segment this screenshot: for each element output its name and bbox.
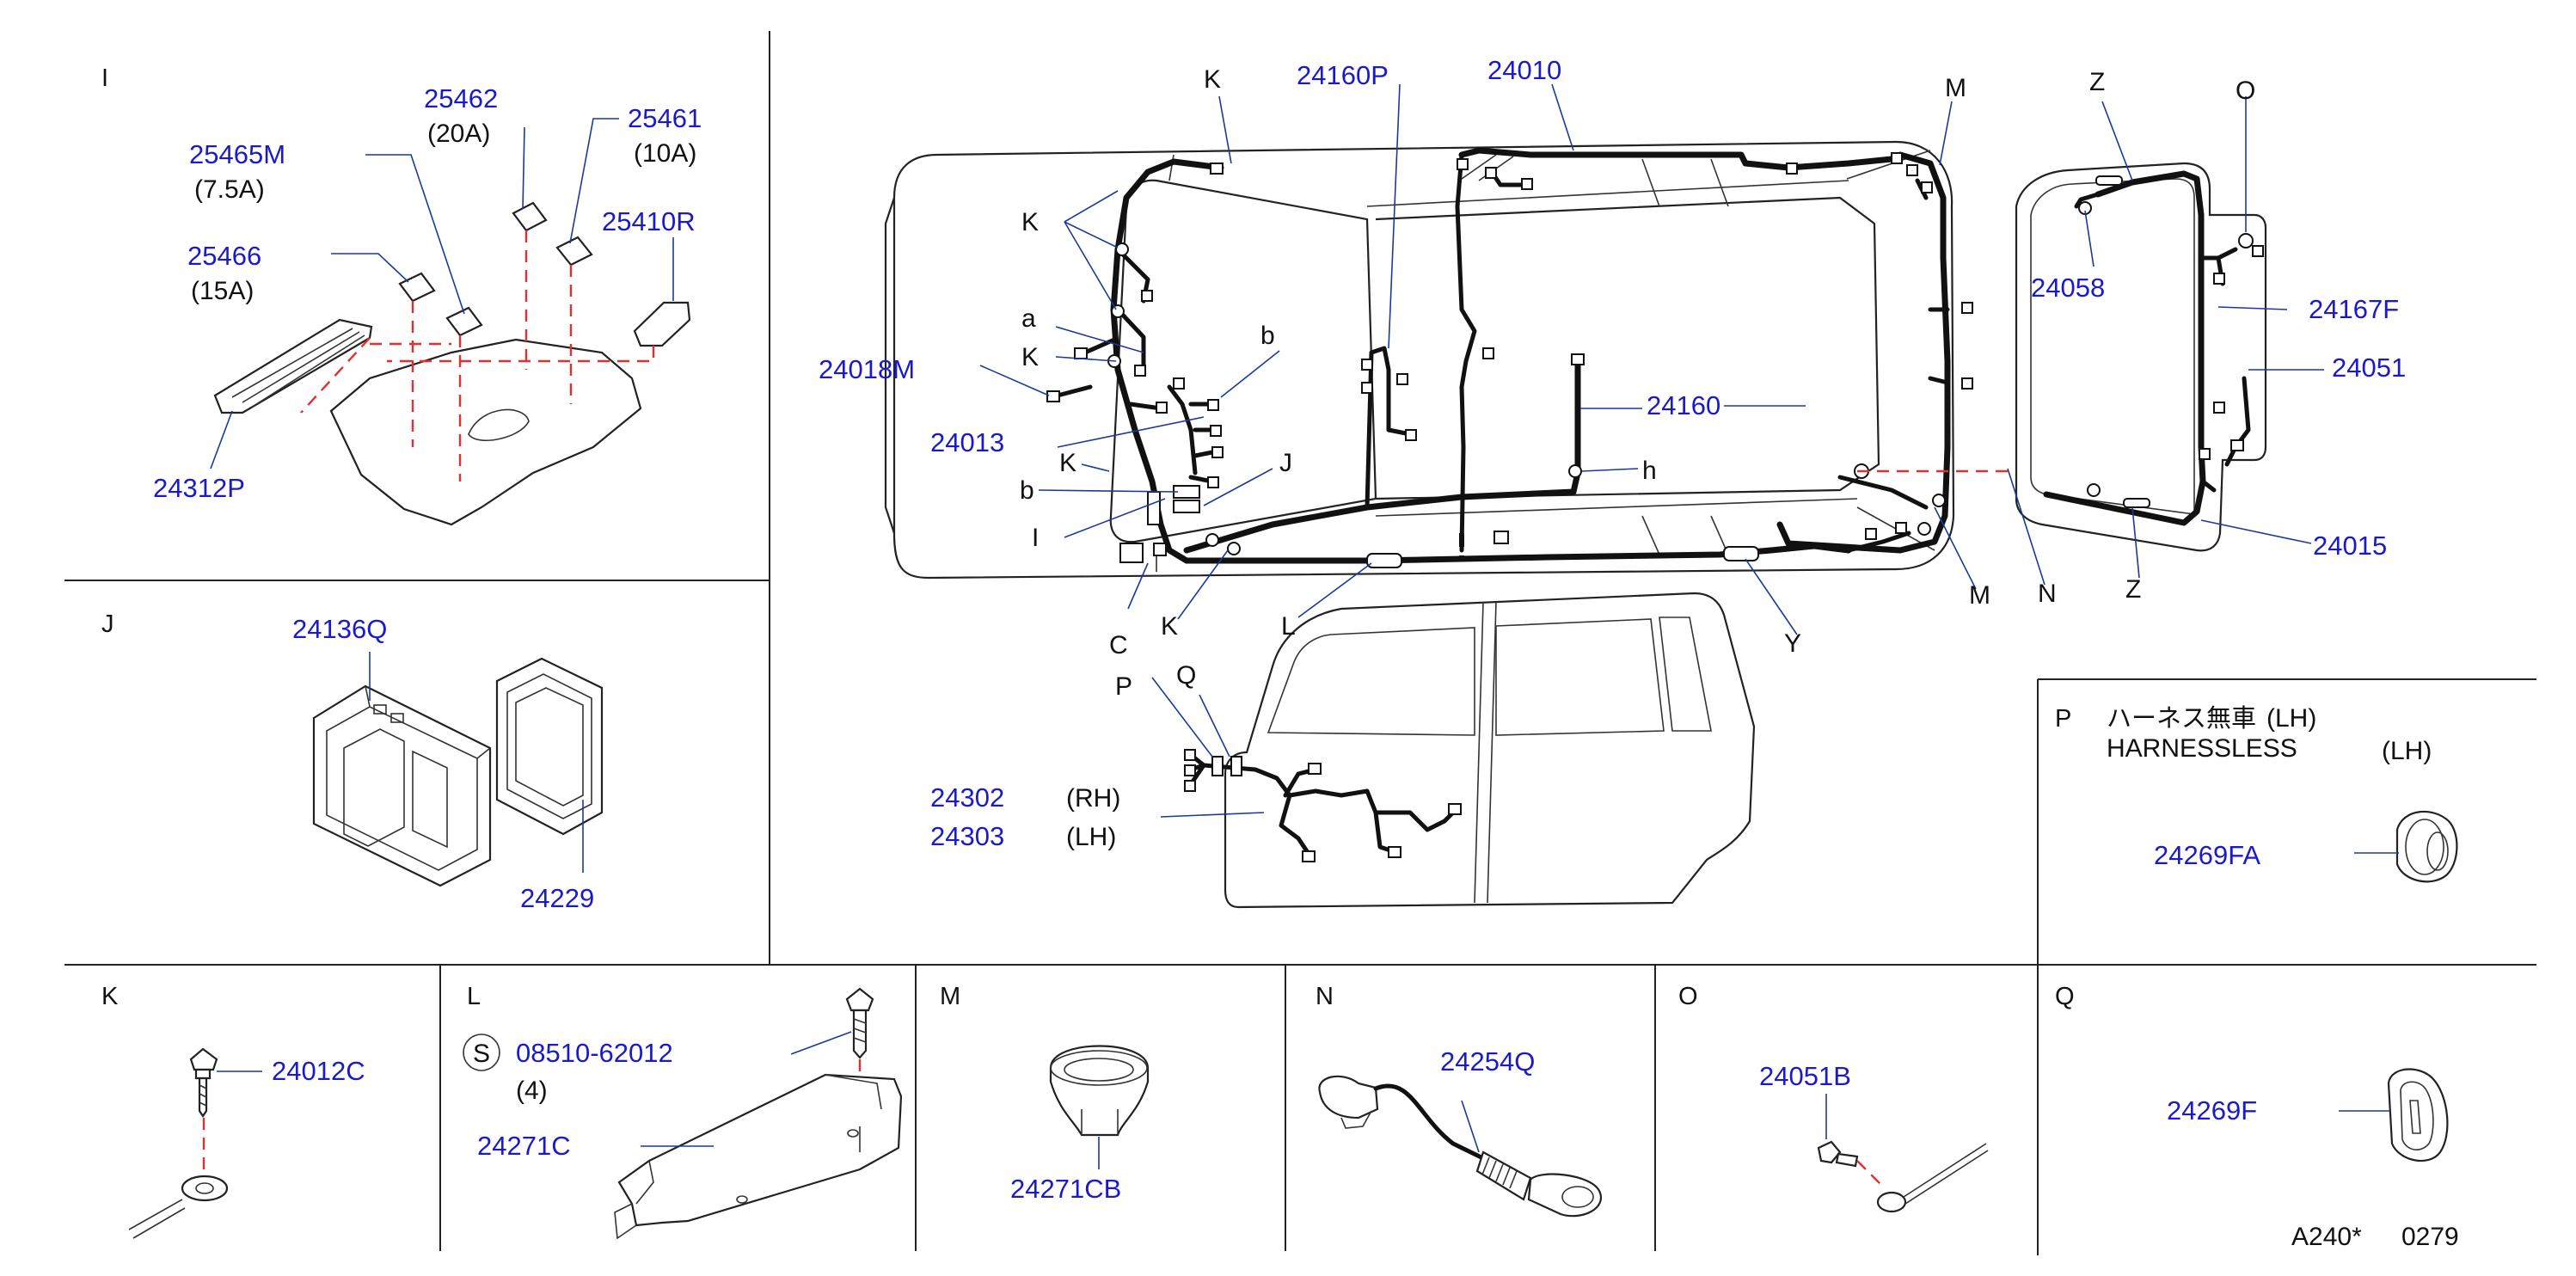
section-label-m: M [940, 983, 960, 1010]
part-label-24312p: 24312P [153, 473, 245, 503]
harnessless-jp: ハーネス無車 [2107, 703, 2256, 733]
part-label-24051: 24051 [2332, 353, 2406, 383]
callout-h: h [1642, 457, 1657, 485]
section-label-l: L [467, 983, 481, 1010]
part-label-24271cb: 24271CB [1010, 1174, 1121, 1204]
part-label-24269fa: 24269FA [2154, 840, 2260, 870]
callout-i: I [1032, 524, 1039, 552]
panel-i-fuse-block [210, 118, 691, 526]
fuse-block-cover [213, 318, 373, 414]
callout-b-upper: b [1260, 322, 1275, 350]
callout-c: C [1109, 631, 1128, 659]
harness-connectors [1046, 152, 2264, 862]
fuse-20a [512, 201, 548, 232]
callout-l: L [1281, 612, 1296, 641]
rating-10a: (10A) [634, 139, 696, 168]
panel-l-bracket [463, 987, 903, 1240]
part-label-24160: 24160 [1647, 390, 1720, 420]
callout-p: P [1115, 672, 1132, 701]
part-label-25410r: 25410R [602, 206, 696, 236]
fuse-10a [555, 236, 593, 267]
callout-k-mid: K [1021, 343, 1039, 371]
callout-k-upper: K [1021, 208, 1039, 236]
callout-o: O [2236, 77, 2255, 105]
harnessless-en-side: (LH) [2382, 737, 2432, 765]
part-label-08510-62012: 08510-62012 [516, 1038, 673, 1068]
fuse-puller [633, 301, 691, 347]
callout-n: N [2038, 580, 2057, 608]
section-label-k: K [101, 983, 119, 1010]
part-label-25461: 25461 [628, 103, 702, 133]
side-lh: (LH) [1066, 823, 1116, 851]
section-label-q: Q [2055, 983, 2075, 1010]
callout-z-bottom: Z [2125, 575, 2141, 604]
callout-k-lower: K [1059, 449, 1076, 477]
part-label-25462: 25462 [424, 83, 498, 113]
vehicle-body-outline [884, 140, 1955, 580]
harnessless-en: HARNESSLESS [2107, 734, 2297, 763]
callout-q: Q [1176, 661, 1196, 690]
s-symbol: S [473, 1040, 490, 1068]
side-door-outline [1224, 592, 1756, 909]
part-label-24010: 24010 [1487, 55, 1561, 85]
panel-o-ground-lead [1817, 1094, 1989, 1213]
bolt-quantity: (4) [516, 1077, 548, 1105]
part-label-24254q: 24254Q [1440, 1046, 1535, 1077]
harness-main [1055, 147, 2251, 862]
panel-m-grommet [1049, 1045, 1150, 1169]
part-label-24229: 24229 [520, 883, 594, 913]
callout-m-bottom: M [1969, 581, 1990, 610]
panel-p-grommet [2354, 810, 2458, 883]
relay-cover-24229 [495, 657, 604, 836]
section-label-n: N [1316, 983, 1334, 1010]
callout-a: a [1021, 304, 1036, 333]
part-label-25465m: 25465M [189, 139, 285, 169]
part-label-24302: 24302 [930, 782, 1004, 813]
part-label-24051b: 24051B [1759, 1061, 1851, 1091]
diagram-number: 0279 [2401, 1223, 2459, 1251]
part-label-25466: 25466 [187, 241, 261, 271]
callout-k-top: K [1204, 65, 1221, 94]
relay-box-24136q [312, 684, 492, 887]
part-label-24018m: 24018M [819, 354, 915, 384]
panel-frame [64, 31, 2536, 1255]
callout-j: J [1279, 449, 1292, 477]
part-label-24013: 24013 [930, 427, 1004, 457]
side-rh: (RH) [1066, 784, 1120, 813]
callout-m-top: M [1945, 74, 1966, 102]
panel-k-ground-bolt [128, 1047, 262, 1239]
callout-k-bottom: K [1161, 612, 1178, 641]
part-label-24012c: 24012C [272, 1056, 365, 1086]
panel-n-sub-harness [1318, 1075, 1602, 1218]
panel-j-relay-box [312, 652, 604, 887]
diagram-code: A240* [2291, 1223, 2362, 1251]
part-label-24167f: 24167F [2309, 294, 2399, 324]
callout-z-top: Z [2089, 68, 2105, 96]
part-label-24058: 24058 [2031, 273, 2105, 303]
part-label-24269f: 24269F [2167, 1095, 2257, 1126]
callout-leaders [979, 83, 2324, 818]
tailgate-outline [2015, 162, 2267, 552]
rating-7-5a: (7.5A) [194, 175, 265, 204]
fuse-7-5a [445, 306, 483, 337]
callout-b-lower: b [1020, 476, 1034, 505]
part-label-24015: 24015 [2313, 531, 2387, 561]
panel-q-grommet [2339, 1068, 2449, 1162]
part-label-24136q: 24136Q [292, 614, 387, 644]
rating-15a: (15A) [191, 277, 254, 305]
rating-20a: (20A) [427, 120, 490, 148]
part-label-24303: 24303 [930, 821, 1004, 851]
harnessless-jp-side: (LH) [2266, 704, 2316, 733]
fuse-15a [398, 272, 436, 303]
section-label-i: I [101, 64, 108, 92]
section-label-o: O [1678, 983, 1698, 1010]
part-label-24160p: 24160P [1297, 60, 1389, 90]
s-symbol-circle [463, 1034, 500, 1071]
callout-y: Y [1784, 629, 1801, 658]
section-label-p: P [2055, 705, 2071, 733]
part-label-24271c: 24271C [477, 1131, 571, 1161]
section-label-j: J [101, 610, 114, 638]
